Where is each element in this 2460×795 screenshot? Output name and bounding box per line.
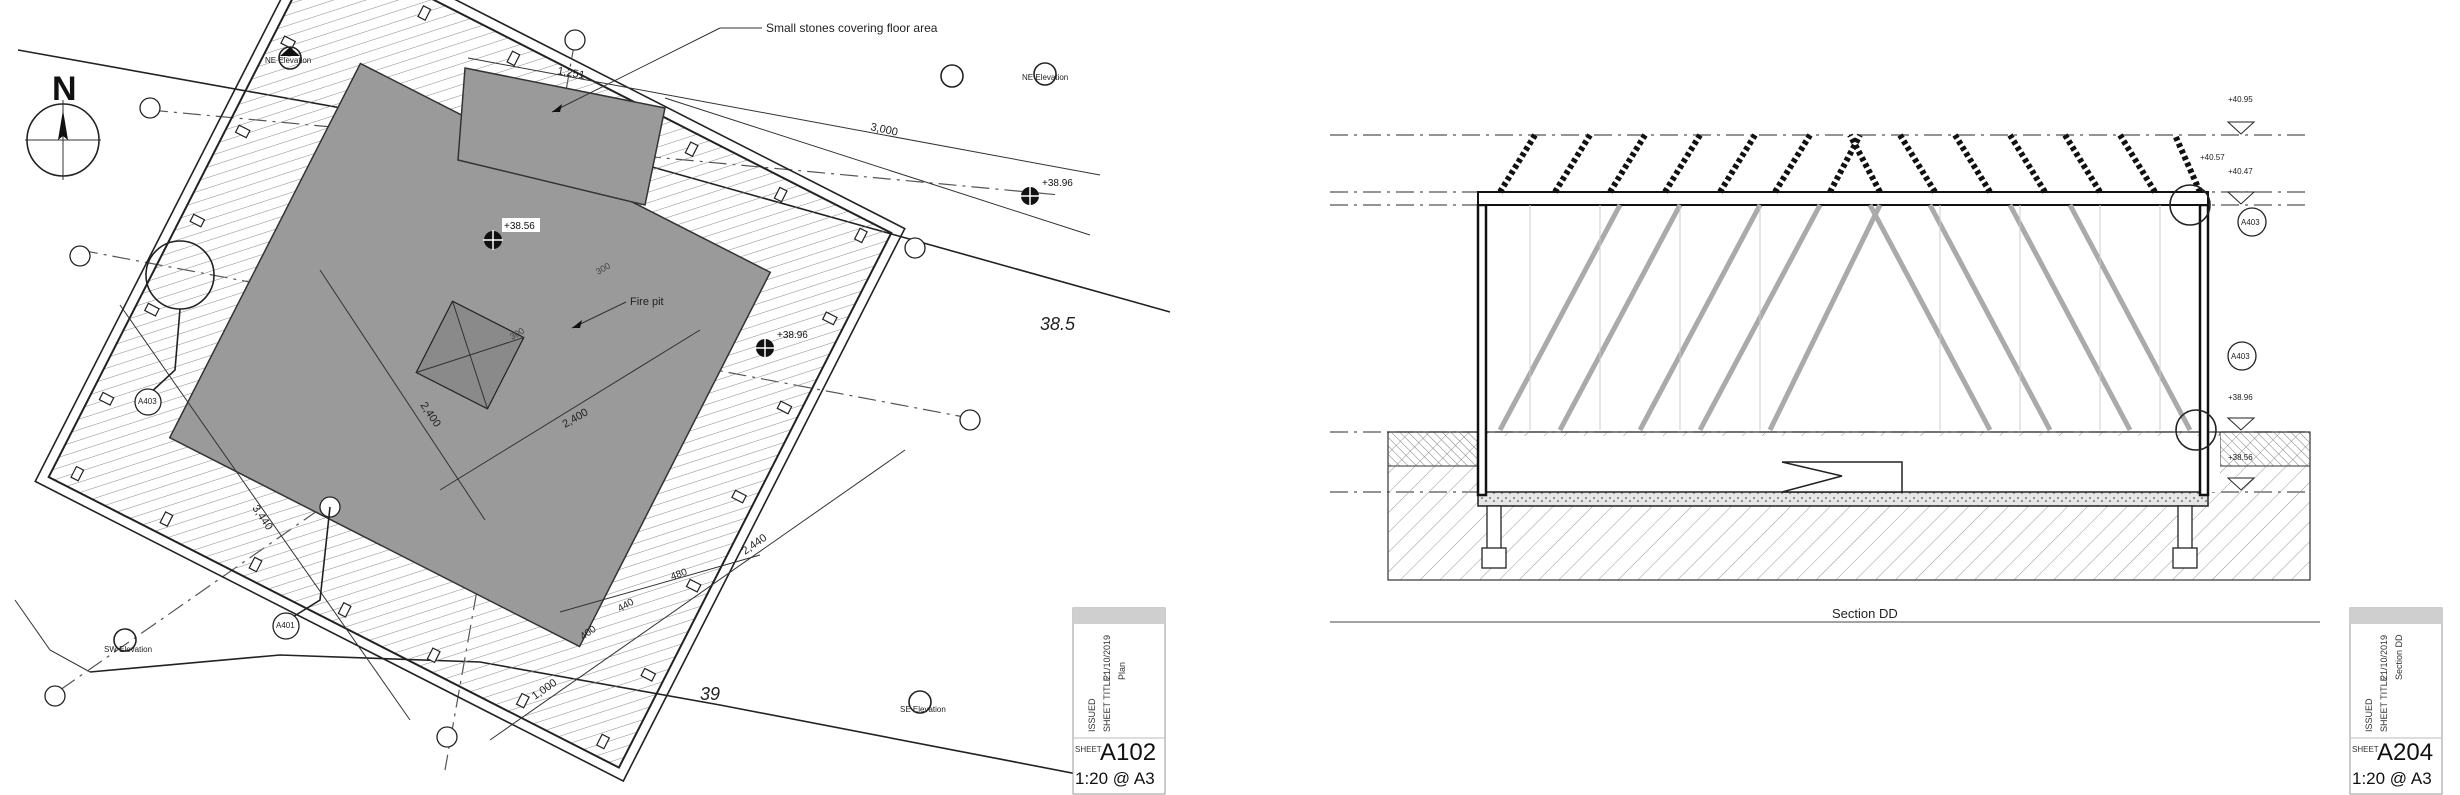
plan-drawing: N Small stones covering floor area Fire … [14, 0, 1171, 791]
svg-text:+40.95: +40.95 [2228, 95, 2253, 104]
issued-label: ISSUED [2364, 698, 2374, 732]
grid-bubbles [44, 29, 981, 748]
issued-label: ISSUED [1087, 698, 1097, 732]
svg-text:SW Elevation: SW Elevation [104, 645, 152, 654]
scale-label: 1:20 @ A3 [2352, 769, 2432, 788]
sheet-label: SHEET [2352, 745, 2379, 754]
level-marker: +38.56 [483, 218, 540, 250]
bracing-members [1497, 203, 2193, 432]
level-markers: +40.95 +40.57 +40.47 +38.96 +38.56 [2200, 95, 2256, 491]
sheet-title: Plan [1117, 662, 1127, 680]
sheet-title-label: SHEET TITLE: [1102, 673, 1112, 732]
gridline [149, 109, 1061, 196]
svg-text:+38.56: +38.56 [2228, 453, 2253, 462]
scale-label: 1:20 @ A3 [1075, 769, 1155, 788]
elevation-marker: SE Elevation [900, 690, 946, 714]
roof-beam [1477, 191, 2209, 206]
svg-text:+38.96: +38.96 [1042, 178, 1073, 189]
gridline [79, 249, 981, 421]
site-edge-line [14, 599, 91, 673]
elevation-marker: NE Elevation [940, 62, 1068, 88]
sheet-title: Section DD [2394, 634, 2404, 680]
outer-edge [34, 0, 906, 783]
level-marker: +38.96 [1020, 178, 1073, 206]
note-small-stones: Small stones covering floor area [766, 21, 938, 35]
note-fire-pit: Fire pit [630, 296, 664, 308]
floor-slab [1477, 491, 2209, 507]
ground-surface-left [1387, 431, 1479, 467]
section-title-block: ISSUED 21/10/2019 SHEET TITLE: Section D… [2349, 607, 2443, 795]
svg-text:+38.96: +38.96 [777, 330, 808, 341]
north-label: N [52, 70, 77, 108]
detail-callout: A403 [134, 240, 215, 416]
sheet-number: A102 [1100, 739, 1156, 766]
dim-label: 1,251 [556, 65, 585, 82]
plan-title-block: ISSUED 21/10/2019 SHEET TITLE: Plan SHEE… [1072, 607, 1166, 795]
issued-date: 21/10/2019 [2379, 635, 2389, 680]
svg-text:+38.56: +38.56 [504, 221, 535, 232]
dim-label: 2,440 [740, 532, 769, 558]
svg-text:A401: A401 [276, 621, 295, 630]
elevation-marker: SW Elevation [104, 628, 152, 654]
sheet-number: A204 [2377, 739, 2433, 766]
right-wall [2198, 203, 2210, 497]
svg-text:NE Elevation: NE Elevation [265, 56, 311, 65]
gridline [59, 494, 341, 691]
section-drawing: +40.95 +40.57 +40.47 +38.96 +38.56 A403 … [1330, 95, 2320, 623]
svg-text:A403: A403 [2241, 218, 2260, 227]
ground-surface-right [2219, 431, 2311, 467]
contour-label: 38.5 [1040, 314, 1076, 334]
contour-label: 39 [700, 684, 720, 704]
dimension-lines [119, 57, 1101, 741]
level-marker: +38.96 [755, 330, 808, 358]
svg-text:A403: A403 [2231, 352, 2250, 361]
svg-text:+40.57: +40.57 [2200, 153, 2225, 162]
section-title: Section DD [1832, 606, 1898, 621]
section-detail-callout: A403 A403 [2169, 184, 2267, 451]
fire-pit-section [1781, 461, 1903, 493]
sheet-title-label: SHEET TITLE: [2379, 673, 2389, 732]
elevation-marker: NE Elevation [265, 46, 311, 70]
left-wall [1476, 203, 1488, 497]
platform-plan [34, 0, 906, 783]
svg-text:+38.96: +38.96 [2228, 393, 2253, 402]
svg-text:NE Elevation: NE Elevation [1022, 73, 1068, 82]
svg-text:SE Elevation: SE Elevation [900, 705, 946, 714]
north-arrow [25, 100, 101, 180]
dim-label: 3,000 [869, 121, 898, 138]
sheet-label: SHEET [1075, 745, 1102, 754]
detail-callout: A401 [272, 506, 331, 640]
stone-extension-area [457, 67, 666, 206]
svg-text:+40.47: +40.47 [2228, 167, 2253, 176]
svg-text:A403: A403 [138, 397, 157, 406]
footings [1481, 505, 2198, 569]
issued-date: 21/10/2019 [1102, 635, 1112, 680]
roof-rafters [1497, 133, 2203, 194]
